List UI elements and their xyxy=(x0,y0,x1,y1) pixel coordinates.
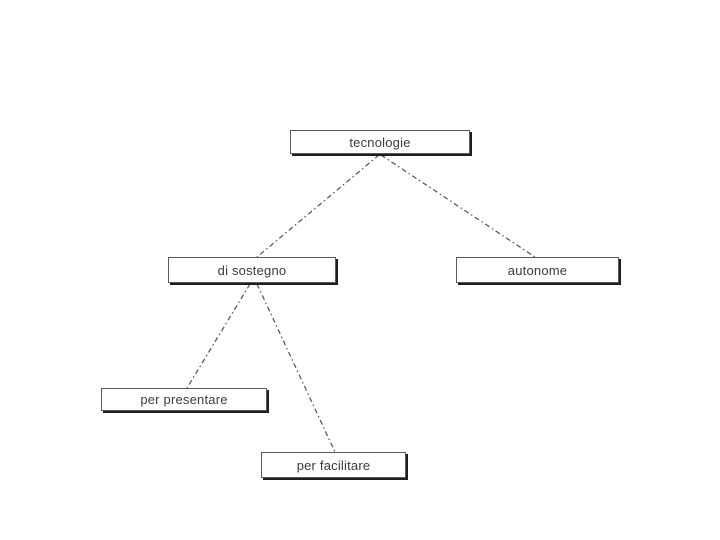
node-tecnologie: tecnologie xyxy=(290,130,470,154)
node-per-facilitare-label: per facilitare xyxy=(296,457,371,473)
node-per-presentare: per presentare xyxy=(101,388,267,411)
node-autonome: autonome xyxy=(456,257,619,283)
connector-disostegno-perfacilitare xyxy=(256,283,336,453)
node-di-sostegno-label: di sostegno xyxy=(217,262,287,278)
node-per-facilitare: per facilitare xyxy=(261,452,406,478)
connector-tecnologie-autonome xyxy=(380,154,536,258)
node-di-sostegno: di sostegno xyxy=(168,257,336,283)
node-per-presentare-label: per presentare xyxy=(140,392,228,407)
node-tecnologie-label: tecnologie xyxy=(349,134,411,150)
connector-disostegno-perpresentare xyxy=(186,283,251,389)
node-autonome-label: autonome xyxy=(507,262,568,278)
connector-tecnologie-disostegno xyxy=(256,154,380,258)
